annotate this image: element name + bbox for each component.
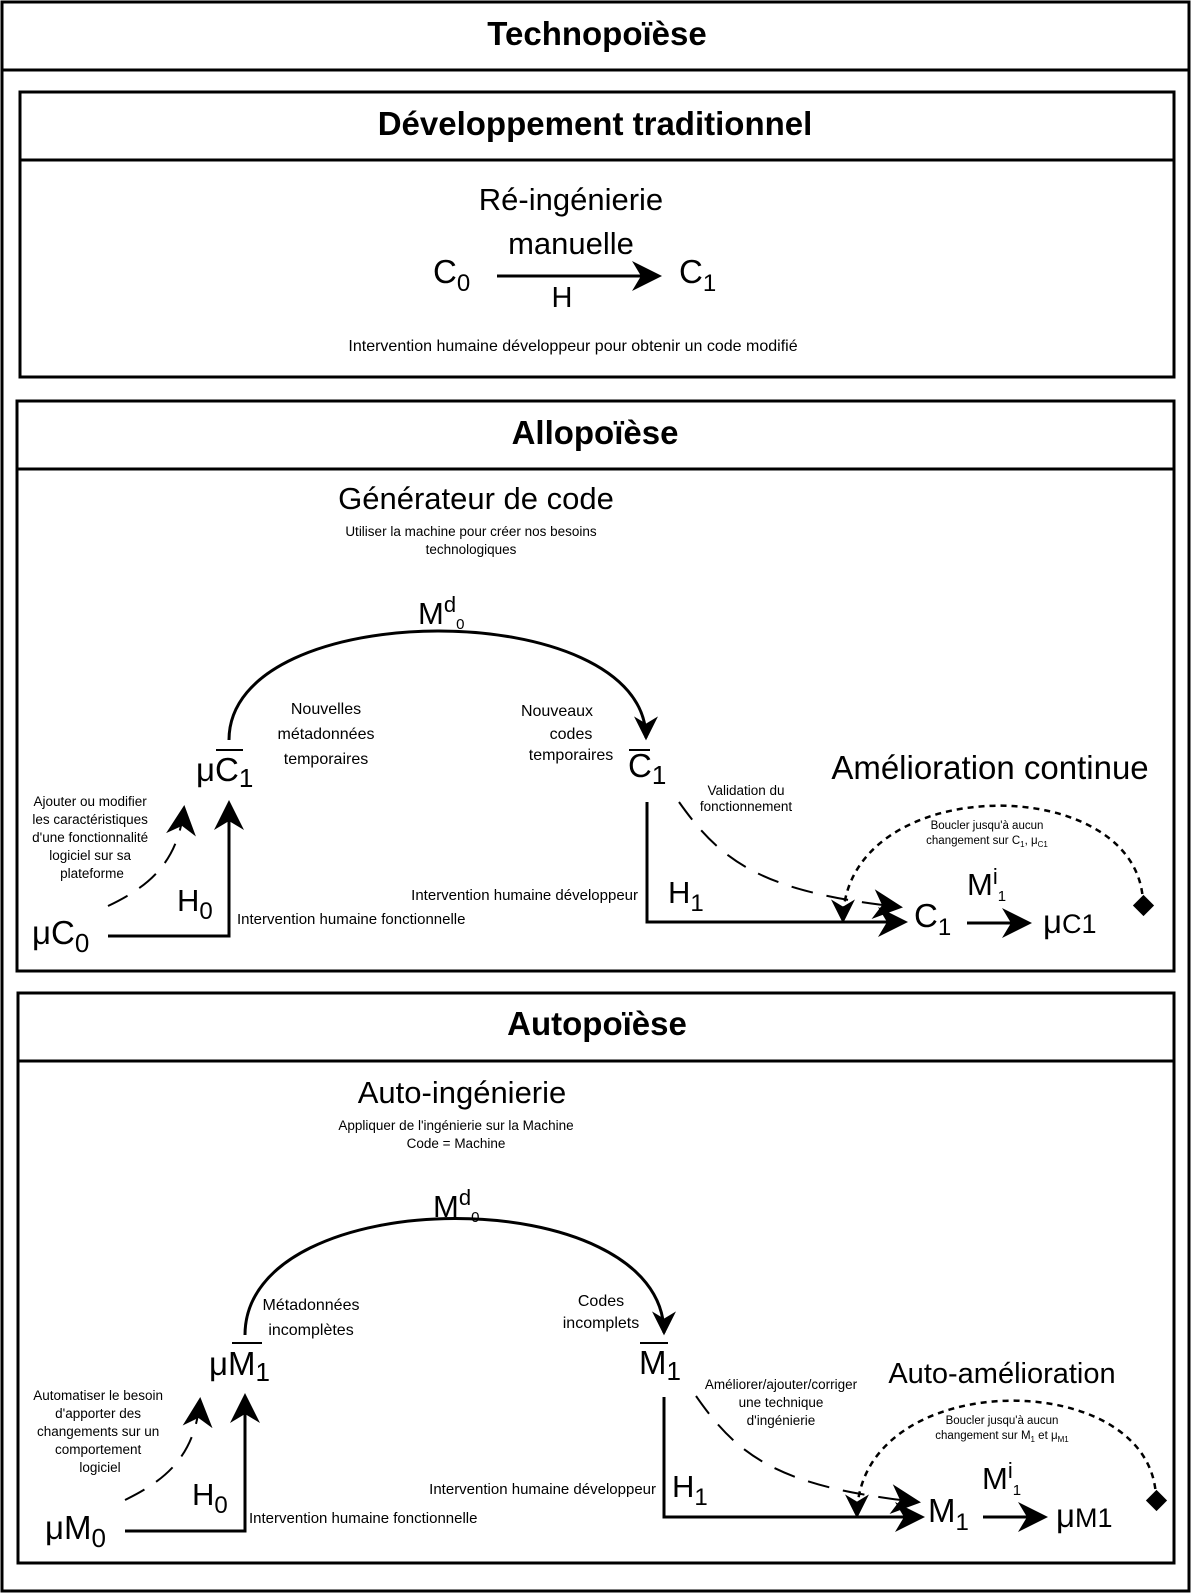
auto-um0: μM0: [45, 1509, 106, 1553]
allopoiese-section: Allopoïèse Générateur de code Utiliser l…: [15, 399, 1176, 973]
allo-codes-2: codes: [550, 726, 593, 743]
auto-subtitle: Auto-ingénierie: [358, 1075, 567, 1110]
allo-h1-arrow: [645, 802, 908, 937]
traditional-caption: Intervention humaine développeur pour ob…: [348, 338, 797, 355]
autopoiese-section: Autopoïèse Auto-ingénierie Appliquer de …: [16, 991, 1176, 1565]
auto-meta-1: Métadonnées: [263, 1297, 360, 1314]
auto-desc-2: Code = Machine: [407, 1136, 506, 1151]
allo-loop-2: changement sur C1, μC1: [926, 835, 1048, 849]
auto-loop-2: changement sur M1 et μM1: [935, 1430, 1069, 1444]
allo-meta-1: Nouvelles: [291, 701, 361, 718]
auto-codes-2: incomplets: [563, 1315, 639, 1332]
traditional-subtitle-2: manuelle: [508, 226, 634, 261]
allo-uc0: μC0: [32, 914, 89, 958]
allo-meta-2: métadonnées: [278, 726, 375, 743]
auto-h1-arrow: [662, 1397, 925, 1532]
allo-desc-2: technologiques: [426, 542, 517, 557]
traditional-c1: C1: [679, 253, 716, 297]
allo-mi-label: Mi1: [967, 864, 1006, 905]
auto-header: Autopoïèse: [507, 1005, 687, 1042]
allo-loop-diamond: [1132, 894, 1155, 917]
auto-left-note: Automatiser le besoin d'apporter des cha…: [33, 1388, 167, 1475]
auto-um1-out: μM1: [1056, 1497, 1113, 1534]
allo-uc1bar: μC1: [196, 751, 253, 793]
allo-uc1-out: μC1: [1043, 903, 1097, 940]
auto-m1: M1: [928, 1492, 969, 1536]
allo-validation-1: Validation du: [707, 783, 784, 798]
auto-h0: H0: [192, 1477, 228, 1519]
traditional-section: Développement traditionnel Ré-ingénierie…: [18, 90, 1176, 379]
auto-desc-1: Appliquer de l'ingénierie sur la Machine: [338, 1118, 573, 1133]
auto-loop-dotted-arrow: [845, 1399, 1158, 1519]
allo-subtitle: Générateur de code: [338, 481, 614, 516]
allo-human-dev: Intervention humaine développeur: [411, 887, 638, 904]
auto-loop-1: Boucler jusqu'à aucun: [946, 1415, 1059, 1427]
auto-meta-2: incomplètes: [268, 1322, 353, 1339]
auto-h1: H1: [672, 1469, 708, 1511]
allo-c1bar: C1: [628, 747, 666, 790]
auto-md-arc: [243, 1217, 676, 1336]
allo-h0: H0: [177, 883, 213, 925]
traditional-c0: C0: [433, 253, 470, 297]
allo-desc-1: Utiliser la machine pour créer nos besoi…: [345, 524, 597, 539]
allo-loop-dotted-arrow: [831, 804, 1145, 924]
allo-c1: C1: [914, 897, 951, 941]
allo-codes-1: Nouveaux: [521, 703, 593, 720]
allo-loop-1: Boucler jusqu'à aucun: [931, 820, 1044, 832]
allo-validation-2: fonctionnement: [700, 799, 793, 814]
auto-amelioration: Auto-amélioration: [888, 1358, 1115, 1390]
allo-meta-3: temporaires: [284, 751, 368, 768]
allo-h0-arrow: [108, 800, 244, 938]
allo-header: Allopoïèse: [512, 414, 679, 451]
allo-md-arc: [227, 629, 658, 741]
traditional-arrow-label: H: [552, 282, 573, 314]
auto-improve-1: Améliorer/ajouter/corriger: [705, 1377, 858, 1392]
traditional-subtitle-1: Ré-ingénierie: [479, 182, 663, 217]
allo-human-functional: Intervention humaine fonctionnelle: [237, 911, 466, 928]
allo-amelioration: Amélioration continue: [831, 749, 1148, 786]
auto-improve-2: une technique: [739, 1395, 824, 1410]
auto-improve-3: d'ingénierie: [747, 1413, 816, 1428]
auto-codes-1: Codes: [578, 1293, 624, 1310]
auto-um1bar: μM1: [209, 1345, 270, 1387]
allo-h1: H1: [668, 875, 704, 917]
auto-h0-arrow: [125, 1393, 260, 1533]
allo-left-note: Ajouter ou modifier les caractéristiques…: [32, 794, 152, 881]
auto-m1bar: M1: [639, 1344, 681, 1386]
auto-mi-label: Mi1: [982, 1458, 1021, 1499]
allo-codes-3: temporaires: [529, 747, 613, 764]
auto-md-label: Md0: [433, 1185, 479, 1226]
traditional-header: Développement traditionnel: [378, 105, 813, 142]
auto-human-functional: Intervention humaine fonctionnelle: [249, 1510, 478, 1527]
auto-left-dashed-arrow: [124, 1397, 213, 1501]
auto-human-dev: Intervention humaine développeur: [429, 1481, 656, 1498]
allo-left-dashed-arrow: [107, 805, 196, 907]
main-title: Technopoïèse: [487, 15, 706, 52]
allo-md-label: Md0: [418, 592, 464, 633]
